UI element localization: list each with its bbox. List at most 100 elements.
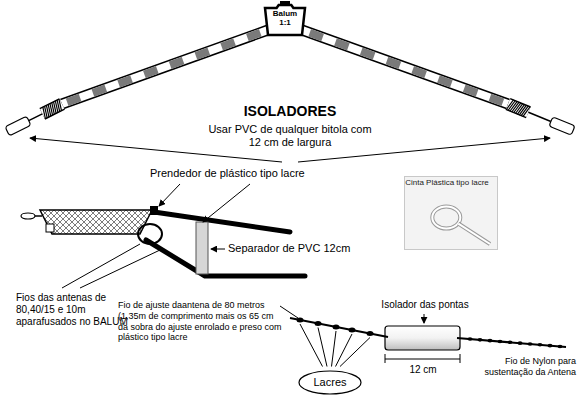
nylon-twist xyxy=(488,339,493,343)
lacre-leader xyxy=(318,328,327,367)
antenna-arm-part xyxy=(413,70,426,75)
antenna-arm-part xyxy=(93,88,106,93)
lacres-ellipse: Lacres xyxy=(298,370,362,395)
span-arrows-part xyxy=(30,138,282,162)
leader-lines-part xyxy=(62,244,140,288)
cable-tie-photo: Cinta Plástica tipo lacre xyxy=(404,176,498,250)
antenna-arm-part xyxy=(144,70,157,75)
balun-box: Balum 1:1 xyxy=(264,3,306,37)
wire-knot xyxy=(367,331,374,336)
antenna-arm-part xyxy=(67,98,80,103)
antenna-arm-part xyxy=(119,79,132,84)
nylon-twist xyxy=(508,341,513,345)
nylon-twist xyxy=(478,338,483,342)
antenna-arm-part xyxy=(361,51,374,56)
node-text: Balum 1:1 xyxy=(271,3,299,28)
end-insulator xyxy=(385,326,460,363)
leader-lines-part xyxy=(424,314,425,323)
lacre-leader xyxy=(340,338,370,367)
end-insulator-part xyxy=(460,354,461,363)
pvc-separator xyxy=(196,222,208,274)
antenna-arm-part xyxy=(302,30,508,104)
loading-coil xyxy=(506,100,530,117)
ellipse-outline xyxy=(299,371,361,394)
lacre-leaders xyxy=(300,324,370,367)
node-text: Lacres xyxy=(298,370,362,388)
wire-knot xyxy=(349,328,356,333)
callout: Fios das antenas de 80,40/15 e 10m apara… xyxy=(16,292,128,328)
balun-detail-part xyxy=(40,210,152,234)
loading-coil-part xyxy=(523,107,530,117)
end-insulator-small xyxy=(549,117,575,135)
dipole-arms xyxy=(5,30,575,136)
antenna-wires-part xyxy=(154,212,290,232)
span-arrows-part xyxy=(298,138,550,162)
antenna-arm-part xyxy=(170,61,183,66)
antenna-arm-part xyxy=(29,114,43,121)
nylon-twist xyxy=(538,343,543,347)
cable-tie-loop-inner xyxy=(432,207,460,229)
antenna-arm-part xyxy=(464,88,477,93)
callout: Fio de ajuste daantena de 80 metros (1,3… xyxy=(118,300,286,343)
nylon-twist xyxy=(498,340,503,344)
callout: Separador de PVC 12cm xyxy=(228,242,378,255)
balun-detail-part xyxy=(21,213,35,219)
node-text: Cinta Plástica tipo lacre xyxy=(404,176,490,188)
nylon-twist xyxy=(558,345,563,349)
balun-detail-part xyxy=(35,215,42,217)
nylon-twist xyxy=(468,337,473,341)
antenna-arm-part xyxy=(196,51,209,56)
callout: Isolador das pontas xyxy=(370,299,480,311)
adjust-and-nylon-wire-part xyxy=(290,318,388,337)
wire-knot xyxy=(333,325,340,330)
antenna-arm-part xyxy=(490,98,503,103)
antenna-arm-part xyxy=(528,112,551,121)
photo-frame xyxy=(405,177,498,250)
end-insulator-part xyxy=(385,359,460,360)
end-insulator-part xyxy=(385,326,460,350)
antenna-arm-part xyxy=(247,33,260,38)
antenna-arm-part xyxy=(438,79,451,84)
nylon-twist xyxy=(528,342,533,346)
dimension: 12 cm xyxy=(402,364,444,376)
antenna-arm-part xyxy=(387,61,400,66)
antenna-arm-part xyxy=(335,42,348,47)
end-insulator-small xyxy=(5,116,31,136)
loading-coil-part xyxy=(508,104,528,112)
adjust-and-nylon-wire xyxy=(290,318,566,349)
wire-knot xyxy=(297,318,304,323)
lacre-leader xyxy=(336,334,353,367)
heading: ISOLADORES xyxy=(195,103,385,120)
callout: Fio de Nylon para sustentação da Antena xyxy=(484,356,576,378)
antenna-arm-part xyxy=(302,30,508,104)
antenna-arm-part xyxy=(310,33,323,38)
loading-coil-part xyxy=(508,104,528,112)
antenna-arm-part xyxy=(62,30,268,104)
end-insulator-part xyxy=(385,354,386,363)
leader-lines-part xyxy=(159,184,180,206)
note: Usar PVC de qualquer bitola com 12 cm de… xyxy=(205,123,375,149)
adjust-and-nylon-wire-part xyxy=(457,338,566,347)
callout: Prendedor de plástico tipo lacre xyxy=(150,167,390,180)
cable-tie-loop xyxy=(432,207,460,229)
antenna-arm-part xyxy=(222,42,235,47)
wire-knot xyxy=(315,321,322,326)
leader-lines-part xyxy=(80,250,160,288)
loading-coil xyxy=(42,99,62,119)
loading-coil-part xyxy=(43,107,46,119)
antenna-arm xyxy=(5,30,268,136)
nylon-twist xyxy=(518,341,523,345)
nylon-twist xyxy=(548,344,553,348)
pvc-separator-part xyxy=(196,222,208,274)
leader-lines-part xyxy=(280,306,298,318)
leader-lines-part xyxy=(211,249,225,250)
cable-tie-photo-outline xyxy=(404,176,498,250)
leader-lines-part xyxy=(203,184,250,222)
cable-tie-tail xyxy=(458,224,490,244)
balun-detail xyxy=(21,206,162,244)
balun-detail-part xyxy=(46,224,54,232)
lacre-leader xyxy=(332,331,337,367)
antenna-arm-part xyxy=(62,30,268,104)
cable-tie-tail-inner xyxy=(458,224,490,244)
